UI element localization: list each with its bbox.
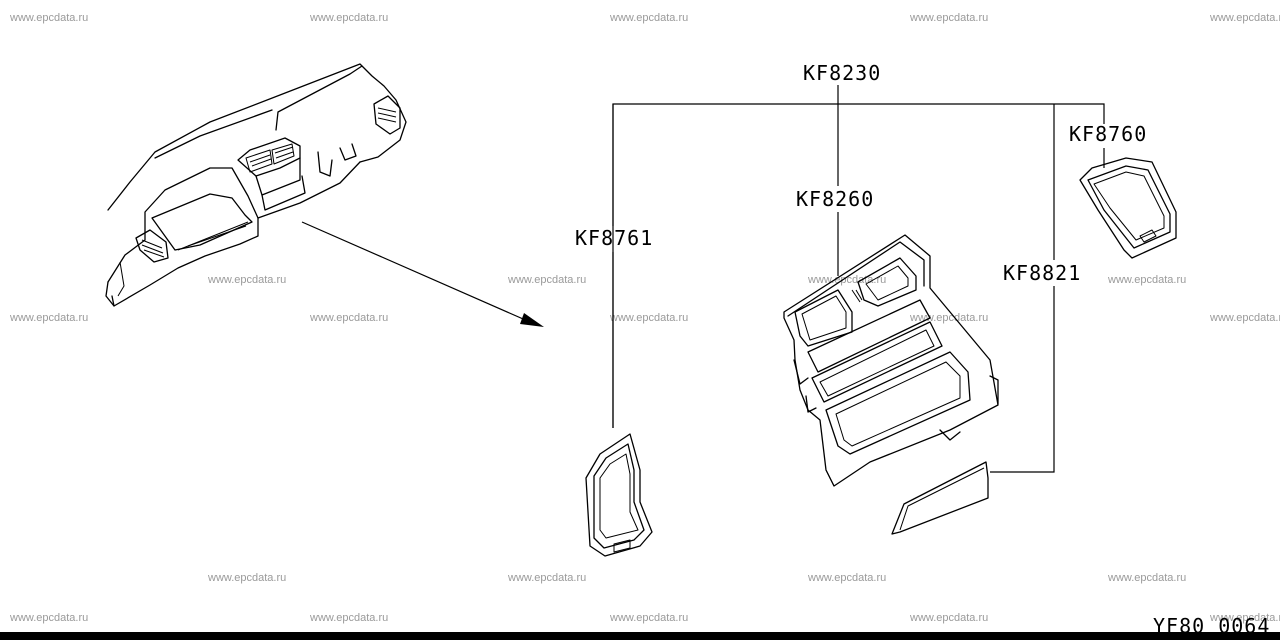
watermark: www.epcdata.ru: [309, 612, 388, 624]
watermark: www.epcdata.ru: [9, 612, 88, 624]
watermark: www.epcdata.ru: [507, 572, 586, 584]
watermark: www.epcdata.ru: [807, 572, 886, 584]
watermark: www.epcdata.ru: [807, 274, 886, 286]
watermark: www.epcdata.ru: [9, 312, 88, 324]
part-label-kf8260: KF8260: [796, 187, 874, 211]
watermark: www.epcdata.ru: [507, 274, 586, 286]
watermark: www.epcdata.ru: [1209, 612, 1280, 624]
lower-panel-part: [891, 461, 989, 535]
watermark: www.epcdata.ru: [309, 312, 388, 324]
pointer-arrow: [301, 221, 544, 327]
watermark: www.epcdata.ru: [609, 312, 688, 324]
part-label-kf8761: KF8761: [575, 226, 653, 250]
part-label-kf8760: KF8760: [1069, 122, 1147, 146]
watermark: www.epcdata.ru: [1107, 572, 1186, 584]
watermark: www.epcdata.ru: [909, 612, 988, 624]
cluster-finisher-part: [783, 234, 999, 487]
watermark: www.epcdata.ru: [909, 12, 988, 24]
watermark: www.epcdata.ru: [1209, 12, 1280, 24]
watermark: www.epcdata.ru: [309, 12, 388, 24]
watermark: www.epcdata.ru: [207, 572, 286, 584]
vent-finisher-left-part: [585, 433, 653, 557]
part-label-kf8821: KF8821: [1003, 261, 1081, 285]
bottom-border: [0, 632, 1280, 640]
dashboard-overview: [105, 63, 407, 307]
part-label-kf8230: KF8230: [803, 61, 881, 85]
leader-lines: [612, 85, 1105, 473]
watermark: www.epcdata.ru: [609, 612, 688, 624]
vent-finisher-right-part: [1079, 157, 1177, 259]
arrow-head-icon: [520, 313, 544, 327]
watermark: www.epcdata.ru: [1209, 312, 1280, 324]
watermark: www.epcdata.ru: [9, 12, 88, 24]
watermark: www.epcdata.ru: [207, 274, 286, 286]
watermark: www.epcdata.ru: [609, 12, 688, 24]
watermark: www.epcdata.ru: [1107, 274, 1186, 286]
